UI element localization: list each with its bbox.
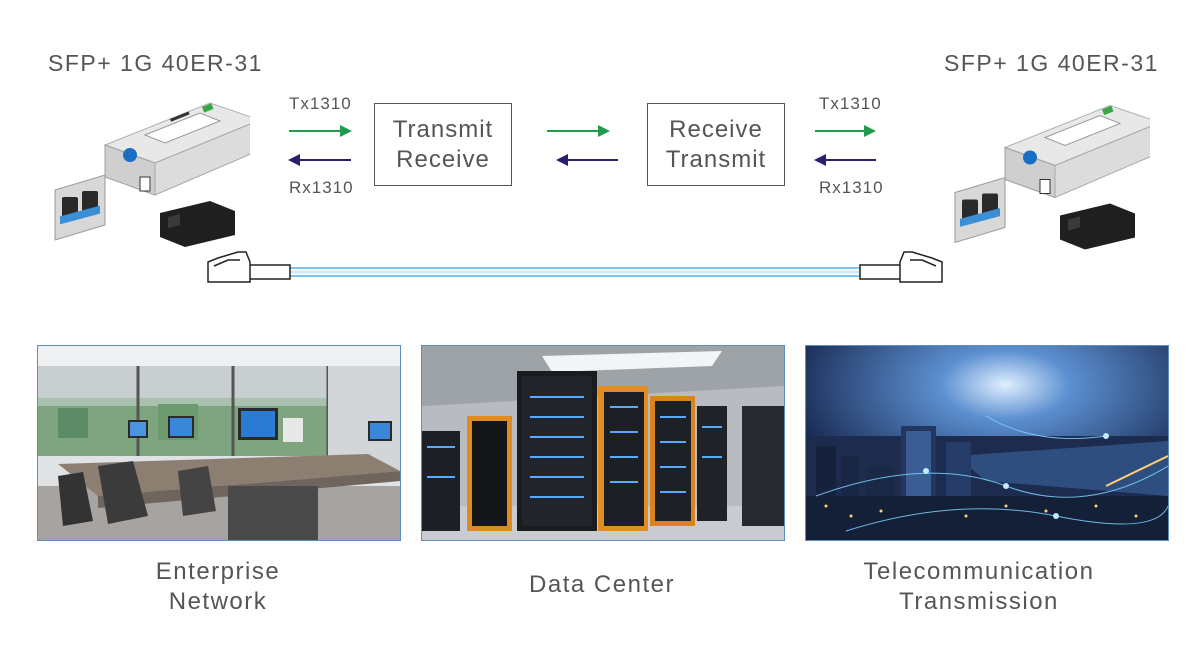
- right-tx-arrow-icon: [815, 125, 876, 137]
- signal-arrows: [207, 125, 943, 283]
- middle-rx-arrow-icon: [556, 154, 618, 166]
- middle-tx-arrow-icon: [547, 125, 610, 137]
- caption-line1: Telecommunication: [863, 558, 1095, 585]
- right-module-title: SFP+ 1G 40ER-31: [944, 50, 1159, 76]
- left-tx-arrow-icon: [289, 125, 352, 137]
- right-lc-connector-icon: [859, 251, 943, 283]
- left-module-title: SFP+ 1G 40ER-31: [48, 50, 263, 76]
- right-tx-label: Tx1310: [819, 94, 882, 113]
- right-box-line2: Transmit: [665, 145, 767, 173]
- right-sfp-module-icon: [954, 104, 1150, 250]
- left-transceiver-box: Transmit Receive: [374, 103, 512, 186]
- caption-enterprise-network: Enterprise Network: [37, 557, 399, 617]
- caption-data-center: Data Center: [421, 570, 783, 600]
- right-box-line1: Receive: [669, 115, 763, 143]
- enterprise-network-photo: [37, 345, 401, 541]
- caption-line1: Data Center: [529, 571, 675, 598]
- left-lc-connector-icon: [207, 251, 291, 283]
- left-box-line1: Transmit: [392, 115, 494, 143]
- right-transceiver-box: Receive Transmit: [647, 103, 785, 186]
- caption-telecommunication: Telecommunication Transmission: [798, 557, 1160, 617]
- telecommunication-photo: [805, 345, 1169, 541]
- left-box-line2: Receive: [396, 145, 490, 173]
- right-rx-arrow-icon: [814, 154, 876, 166]
- caption-line1: Enterprise: [155, 558, 281, 585]
- data-center-photo: [421, 345, 785, 541]
- caption-line2: Transmission: [899, 588, 1059, 615]
- left-rx-arrow-icon: [288, 154, 351, 166]
- right-rx-label: Rx1310: [819, 178, 884, 197]
- caption-line2: Network: [168, 588, 268, 615]
- left-tx-label: Tx1310: [289, 94, 352, 113]
- fiber-cable: [290, 267, 860, 277]
- left-rx-label: Rx1310: [289, 178, 354, 197]
- left-sfp-module-icon: [54, 102, 250, 247]
